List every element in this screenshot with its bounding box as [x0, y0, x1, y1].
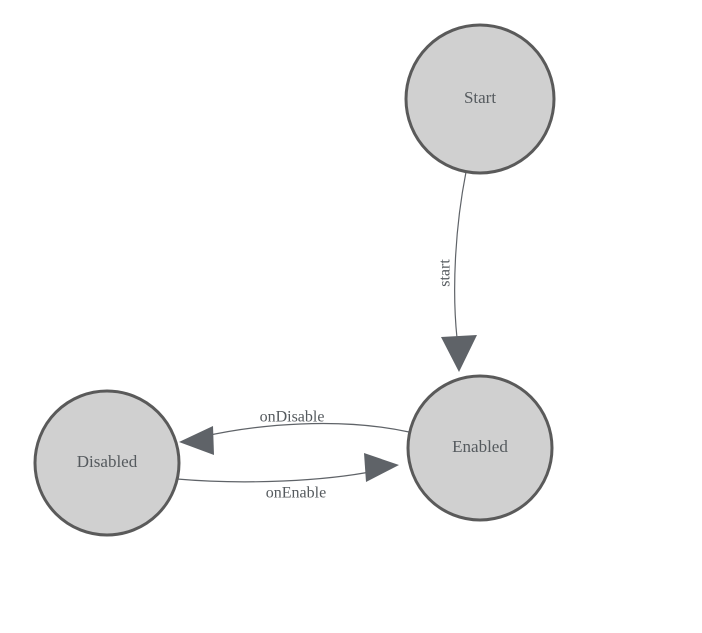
edge-disabled-to-enabled-arrowhead	[364, 453, 399, 482]
edge-disabled-to-enabled-label: onEnable	[266, 485, 326, 502]
edge-start-to-enabled-label: start	[437, 259, 454, 287]
edge-start-to-enabled[interactable]: start	[437, 171, 477, 372]
edge-enabled-to-disabled-label: onDisable	[260, 409, 325, 426]
node-start-label: Start	[464, 88, 496, 107]
node-enabled[interactable]: Enabled	[406, 374, 554, 522]
node-start-circle	[404, 23, 556, 175]
node-disabled-circle	[33, 389, 181, 537]
node-disabled[interactable]: Disabled	[33, 389, 181, 537]
edge-enabled-to-disabled-arrowhead	[179, 426, 214, 455]
edge-disabled-to-enabled[interactable]: onEnable	[176, 453, 399, 502]
edge-enabled-to-disabled[interactable]: onDisable	[179, 409, 410, 455]
edge-start-to-enabled-arrowhead	[441, 335, 477, 372]
edge-enabled-to-disabled-path	[200, 422, 410, 438]
node-disabled-label: Disabled	[77, 452, 138, 471]
edge-start-to-enabled-path	[454, 171, 467, 339]
node-enabled-label: Enabled	[452, 437, 508, 456]
node-enabled-circle	[406, 374, 554, 522]
edge-disabled-to-enabled-path	[176, 470, 376, 483]
node-start[interactable]: Start	[404, 23, 556, 175]
